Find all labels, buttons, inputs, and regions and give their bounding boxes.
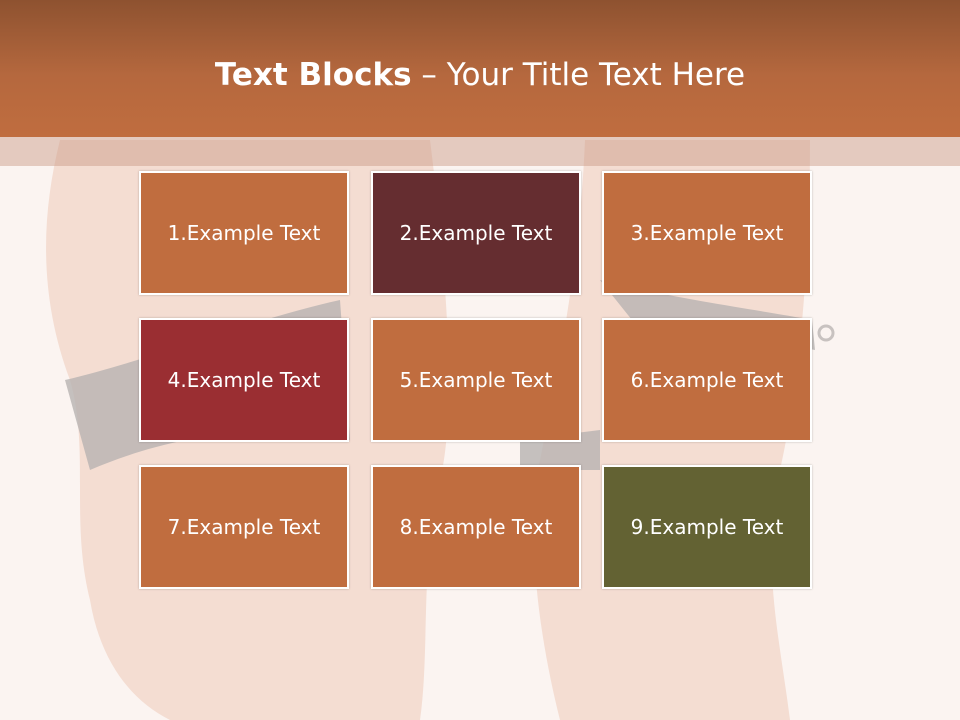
text-block-label: 1.Example Text	[167, 221, 321, 245]
text-block-label: 7.Example Text	[167, 515, 321, 539]
text-block-label: 9.Example Text	[630, 515, 784, 539]
text-block-2[interactable]: 2.Example Text	[371, 171, 581, 295]
text-block-label: 8.Example Text	[399, 515, 553, 539]
header-sub-band	[0, 137, 960, 166]
slide-title: Text Blocks – Your Title Text Here	[0, 52, 960, 98]
text-block-6[interactable]: 6.Example Text	[602, 318, 812, 442]
text-block-7[interactable]: 7.Example Text	[139, 465, 349, 589]
text-block-label: 4.Example Text	[167, 368, 321, 392]
text-block-5[interactable]: 5.Example Text	[371, 318, 581, 442]
text-block-label: 6.Example Text	[630, 368, 784, 392]
text-block-label: 2.Example Text	[399, 221, 553, 245]
text-block-8[interactable]: 8.Example Text	[371, 465, 581, 589]
header-band	[0, 0, 960, 137]
title-rest-part: – Your Title Text Here	[411, 57, 746, 93]
text-block-label: 3.Example Text	[630, 221, 784, 245]
text-block-4[interactable]: 4.Example Text	[139, 318, 349, 442]
text-block-1[interactable]: 1.Example Text	[139, 171, 349, 295]
text-block-3[interactable]: 3.Example Text	[602, 171, 812, 295]
text-block-label: 5.Example Text	[399, 368, 553, 392]
text-block-9[interactable]: 9.Example Text	[602, 465, 812, 589]
title-bold-part: Text Blocks	[214, 57, 412, 93]
